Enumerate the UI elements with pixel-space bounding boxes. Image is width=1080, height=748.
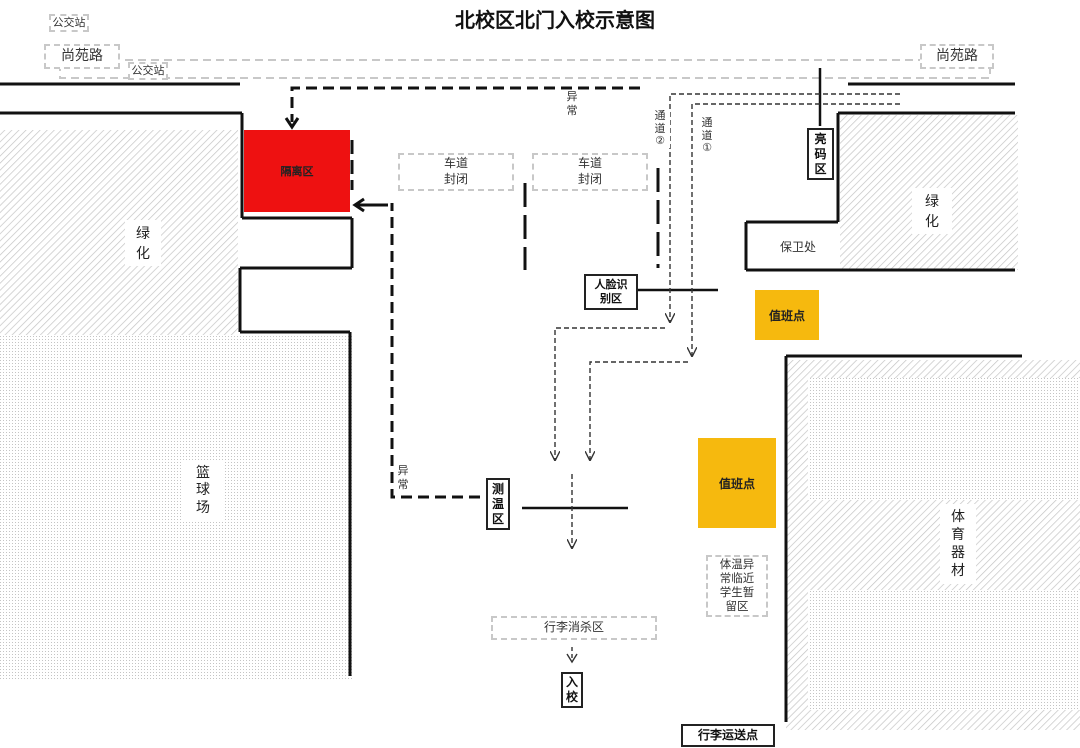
channel-1-label: 通 道 ① <box>697 116 717 155</box>
luggage-transport-label: 行李运送点 <box>697 728 758 742</box>
sports-area-dots <box>808 378 1080 500</box>
bus-stop-mid: 公交站 <box>128 62 168 80</box>
greenery-left-label: 绿 化 <box>125 220 161 266</box>
enter-school-box: 入 校 <box>561 672 583 708</box>
temperature-zone: 测 温 区 <box>486 478 510 530</box>
temp-abnormal-hold-area: 体温异 常临近 学生暂 留区 <box>706 555 768 617</box>
abnormal-route <box>290 86 640 499</box>
sports-area-dots-2 <box>808 590 1080 710</box>
temperature-zone-label: 测 温 区 <box>491 481 504 526</box>
duty-point-2: 值班点 <box>698 438 776 528</box>
greenery-left-area <box>0 130 238 335</box>
abnormal-arrow-left <box>352 197 365 213</box>
abnormal-label-left: 异 常 <box>397 464 409 491</box>
lane-closed-box-1: 车道 封闭 <box>398 153 514 191</box>
security-office-label: 保卫处 <box>779 240 816 254</box>
face-recognition-label: 人脸识 别区 <box>594 278 628 305</box>
luggage-disinfect-zone: 行李消杀区 <box>491 616 657 640</box>
channel-2-label: 通 道 ② <box>650 109 670 148</box>
isolation-zone-label: 隔离区 <box>280 165 314 178</box>
face-recognition-zone: 人脸识 别区 <box>584 274 638 310</box>
duty-point-1: 值班点 <box>755 290 819 340</box>
gate-bars <box>350 68 822 510</box>
sports-equipment-label: 体 育 器 材 <box>940 504 976 584</box>
greenery-right-label: 绿 化 <box>912 188 952 234</box>
boundary-walls <box>0 82 1022 722</box>
bus-stop-strip <box>59 59 991 79</box>
road-label-left: 尚苑路 <box>44 44 120 69</box>
lane-closed-label-2: 车道 封闭 <box>577 156 602 186</box>
page-title: 北校区北门入校示意图 <box>455 8 655 32</box>
isolation-zone <box>244 130 350 212</box>
bus-stop-top: 公交站 <box>49 14 89 32</box>
health-code-zone: 亮 码 区 <box>807 128 834 180</box>
basketball-court-label: 篮 球 场 <box>183 460 223 522</box>
luggage-transport-point: 行李运送点 <box>681 724 775 747</box>
lane-closed-box-2: 车道 封闭 <box>532 153 648 191</box>
road-label-right: 尚苑路 <box>920 44 994 69</box>
abnormal-arrow-down <box>284 117 300 130</box>
health-code-zone-label: 亮 码 区 <box>814 131 827 176</box>
channel-routes <box>555 93 900 548</box>
abnormal-label-top: 异 常 <box>566 90 578 117</box>
temp-abnormal-hold-label: 体温异 常临近 学生暂 留区 <box>719 557 755 613</box>
enter-school-label: 入 校 <box>565 675 578 704</box>
luggage-disinfect-label: 行李消杀区 <box>543 620 604 635</box>
basketball-court-area <box>0 335 352 680</box>
lane-closed-label-1: 车道 封闭 <box>443 156 468 186</box>
